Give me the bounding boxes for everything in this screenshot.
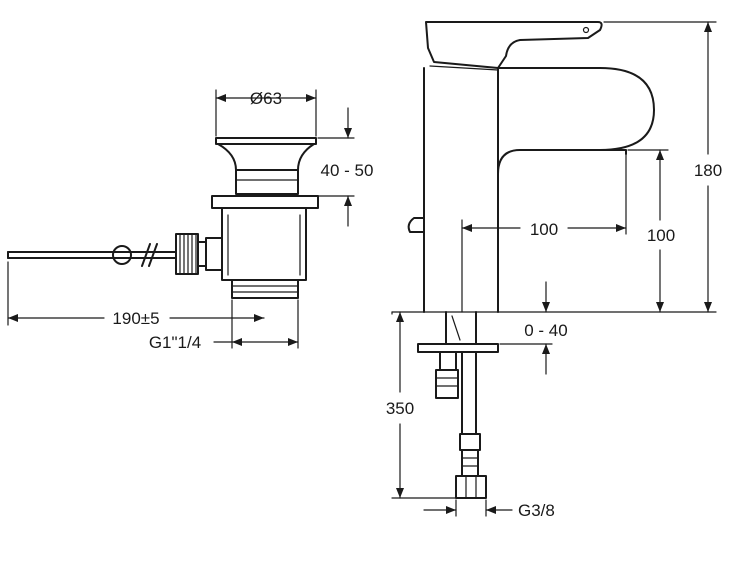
waste-height-dimension (317, 107, 355, 227)
spout-height-dimension (627, 149, 669, 313)
hose-thread-label: G3/8 (518, 501, 555, 520)
tap-height-label: 180 (694, 161, 722, 180)
spout-projection-dimension (461, 153, 627, 313)
shank-and-hoses (417, 311, 499, 499)
rod-length-label: 190±5 (112, 309, 159, 328)
hose-length-label: 350 (386, 399, 414, 418)
deck-thickness-label: 0 - 40 (524, 321, 567, 340)
mixer-tap (407, 21, 655, 313)
hose-thread-dimension (423, 499, 513, 517)
waste-thread-dimension (213, 299, 299, 349)
tap-height-dimension (603, 21, 717, 313)
rod-length-dimension (7, 261, 265, 326)
spout-height-label: 100 (647, 226, 675, 245)
waste-assembly (7, 137, 319, 299)
hose-length-dimension (391, 311, 457, 499)
deck-thickness-dimension (499, 281, 553, 375)
spout-projection-label: 100 (530, 220, 558, 239)
waste-diameter-dimension (215, 89, 317, 137)
waste-thread-label: G1"1/4 (149, 333, 201, 352)
waste-height-label: 40 - 50 (321, 161, 374, 180)
waste-diameter-label: Ø63 (250, 89, 282, 108)
